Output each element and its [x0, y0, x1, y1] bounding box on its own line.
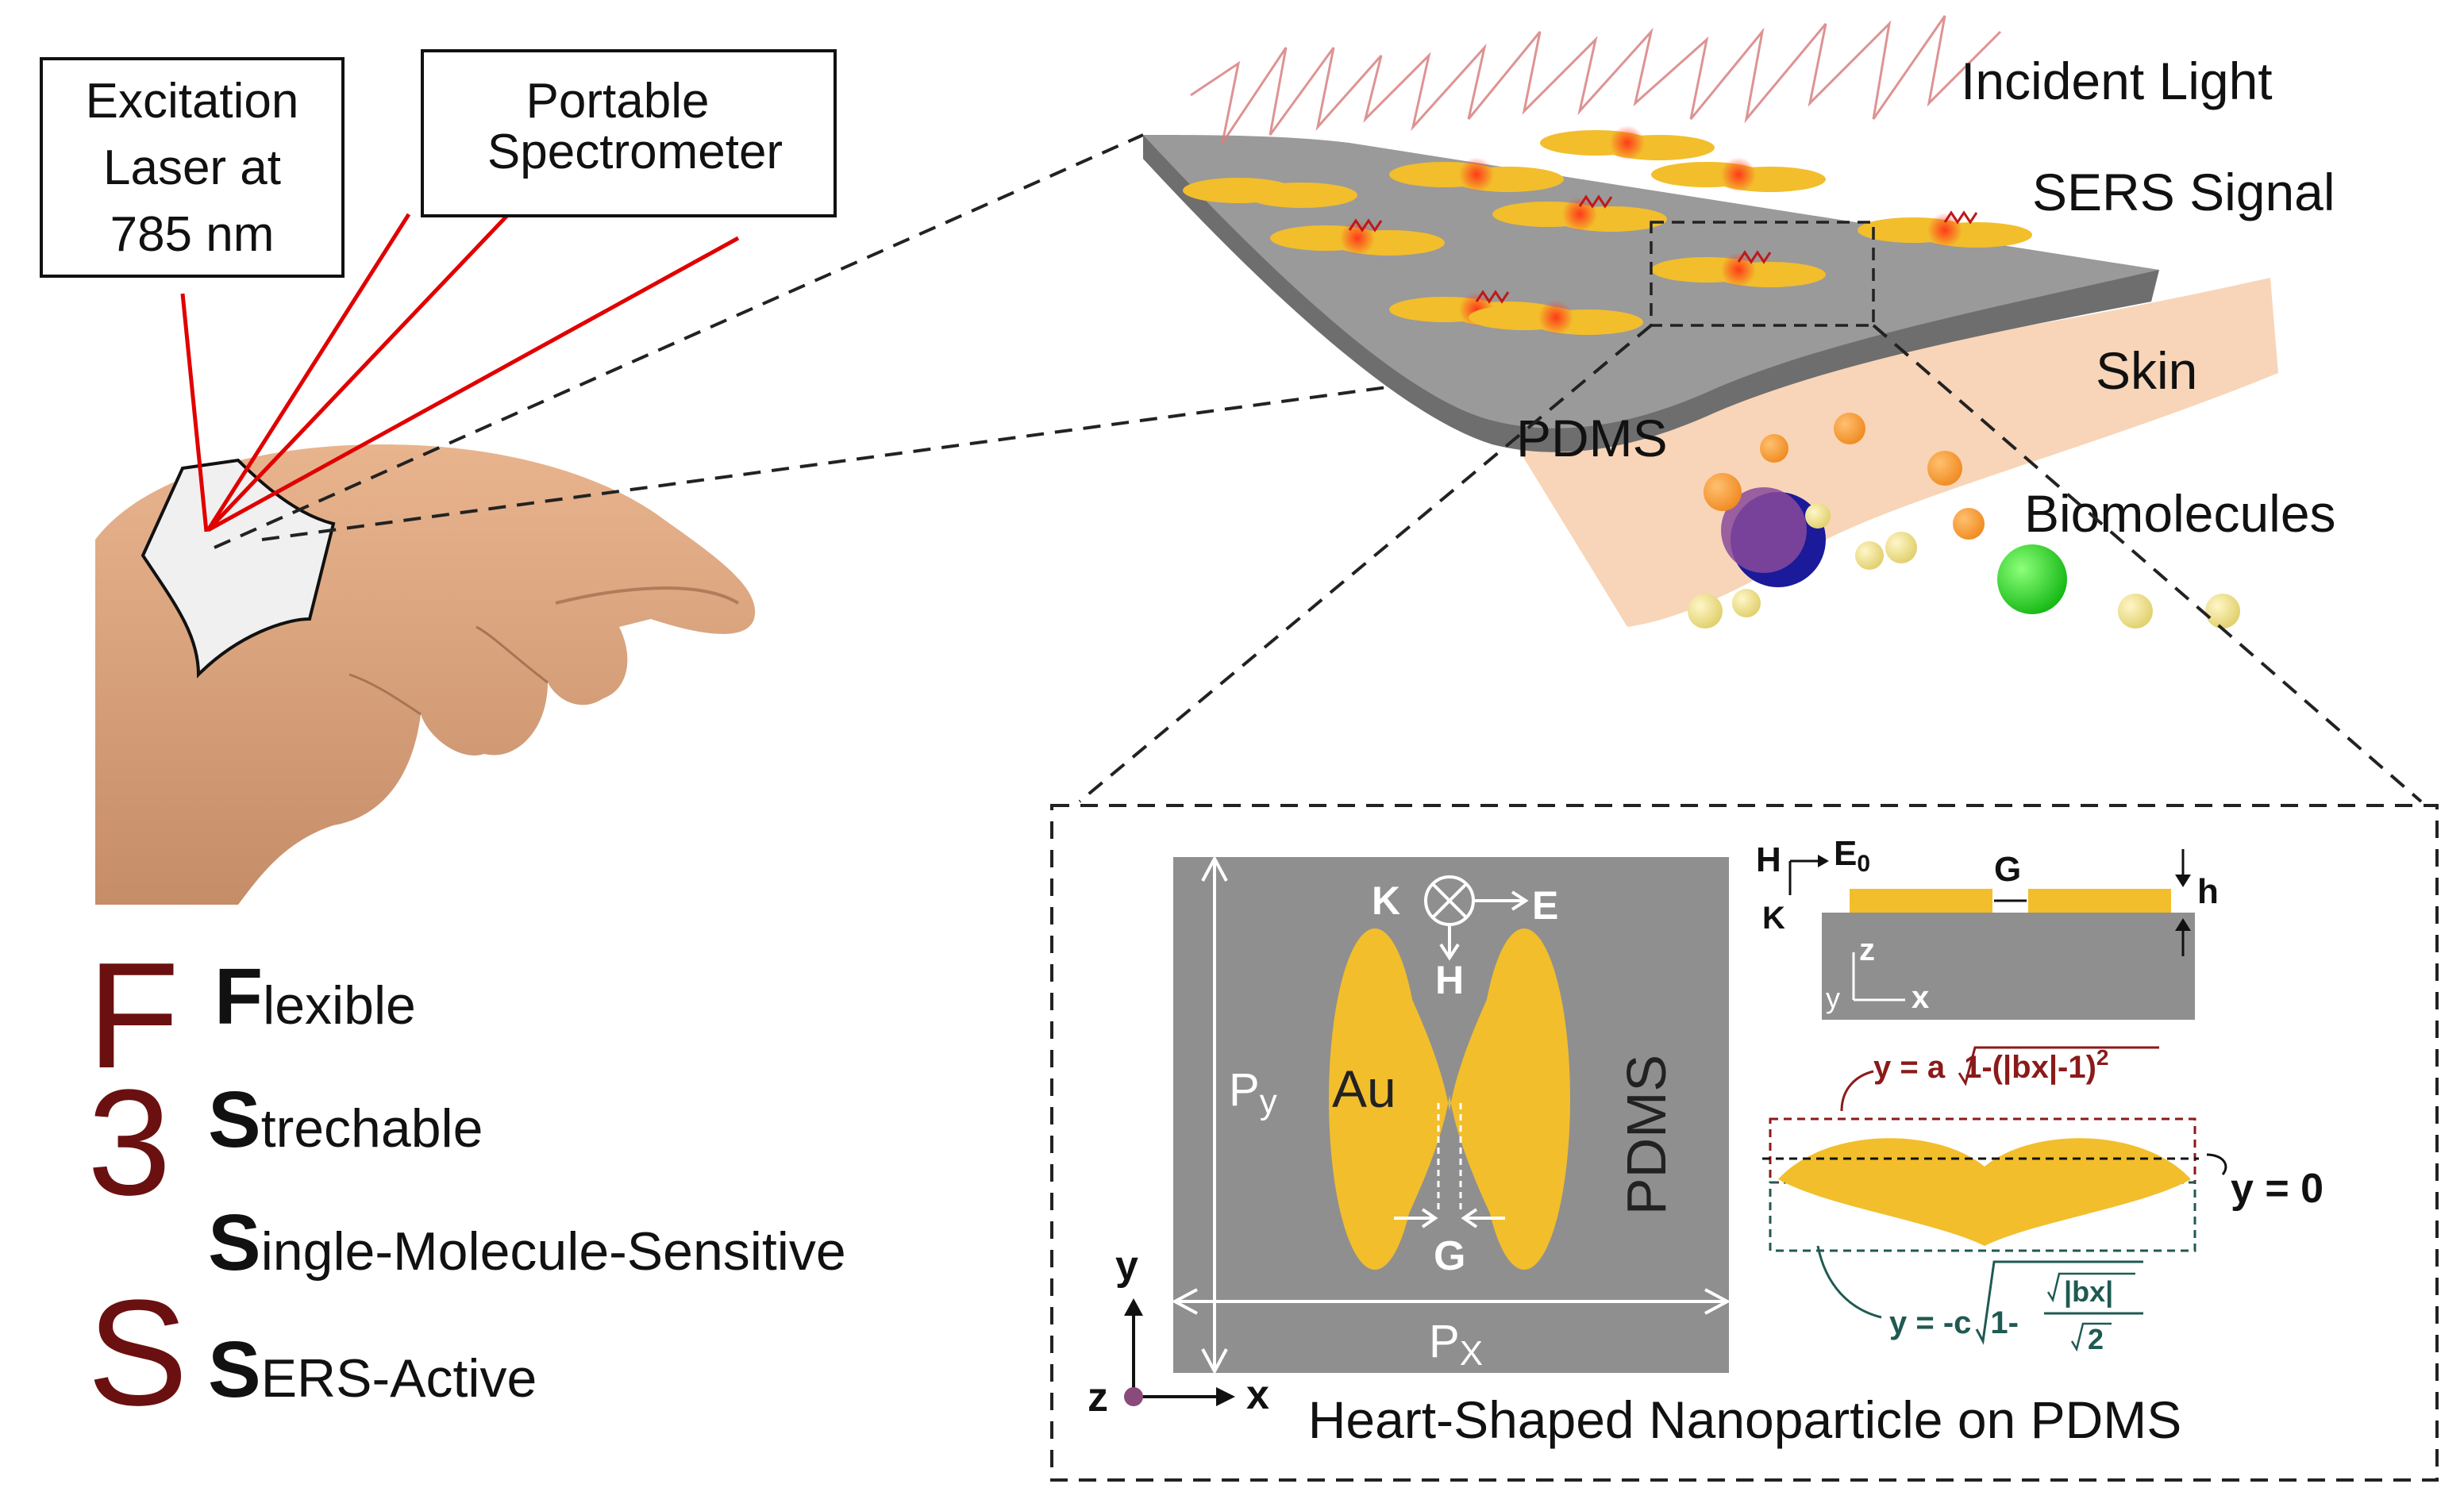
svg-text:PX: PX: [1429, 1316, 1483, 1373]
svg-text:x: x: [1912, 980, 1929, 1015]
svg-text:Py: Py: [1229, 1064, 1277, 1121]
svg-text:z: z: [1859, 932, 1875, 967]
svg-text:h: h: [2197, 872, 2219, 911]
zoom-line-bottom: [261, 371, 1493, 541]
svg-text:785 nm: 785 nm: [110, 207, 275, 262]
sers-signal-waves: [1348, 194, 1978, 304]
svg-text:y: y: [1115, 1243, 1138, 1289]
svg-text:E0: E0: [1834, 834, 1870, 877]
f3s-letter-s: S: [87, 1269, 188, 1437]
svg-text:E: E: [1532, 883, 1558, 928]
cross-section: G h H E0 K z y x: [1756, 834, 2219, 1020]
word-sers-active: SERS-Active: [208, 1325, 537, 1414]
unit-cell-axes: y z x: [1088, 1243, 1269, 1421]
svg-text:y: y: [1826, 982, 1840, 1014]
svg-text:Excitation: Excitation: [86, 74, 299, 129]
svg-text:K: K: [1762, 901, 1785, 936]
svg-text:z: z: [1088, 1374, 1108, 1421]
sers-signal-label: SERS Signal: [2032, 163, 2335, 221]
svg-text:Spectrometer: Spectrometer: [487, 125, 783, 179]
svg-text:Biomolecules: Biomolecules: [2024, 484, 2336, 543]
word-strechable: Strechable: [208, 1075, 483, 1164]
svg-text:y = a1-(|bx|-1)2: y = a1-(|bx|-1)2: [1873, 1045, 2109, 1085]
zoom-line-inset-right: [1872, 324, 2423, 803]
svg-text:y = -c1-: y = -c1-: [1889, 1305, 2019, 1340]
svg-text:2: 2: [2088, 1323, 2104, 1355]
zoom-line-inset-left: [1078, 324, 1653, 803]
svg-text:x: x: [1246, 1372, 1269, 1418]
incident-light-wave: [1190, 15, 2002, 144]
nanoparticle-array: [1183, 125, 2032, 335]
svg-text:H: H: [1435, 958, 1464, 1002]
spectrometer-label: Portable Spectrometer: [421, 49, 837, 217]
svg-text:Au: Au: [1332, 1059, 1396, 1118]
inset-frame: [1050, 804, 2439, 1482]
skin-layer: Skin: [1476, 278, 2278, 627]
selection-box: [1650, 221, 1875, 327]
svg-text:y = 0: y = 0: [2231, 1166, 2323, 1212]
svg-text:Portable: Portable: [526, 74, 710, 129]
sers-patch: [141, 458, 336, 679]
svg-text:K: K: [1372, 878, 1400, 923]
svg-text:Laser at: Laser at: [103, 140, 281, 195]
f3s-letter-3: 3: [87, 1059, 171, 1227]
svg-text:PDMS: PDMS: [1615, 1055, 1677, 1215]
svg-text:G: G: [1434, 1233, 1465, 1279]
svg-text:G: G: [1994, 850, 2021, 889]
laser-beams: [180, 205, 740, 532]
word-single-molecule-sensitive: Single-Molecule-Sensitive: [208, 1198, 846, 1287]
word-flexible: Flexible: [214, 952, 416, 1041]
biomolecules: Biomolecules: [1688, 413, 2336, 629]
excitation-label: Excitation Laser at 785 nm: [40, 57, 345, 278]
svg-text:H: H: [1756, 840, 1781, 879]
svg-text:|bx|: |bx|: [2064, 1275, 2113, 1309]
inset-caption: Heart-Shaped Nanoparticle on PDMS: [1308, 1390, 2182, 1449]
unit-cell: Py PX K E H Au G PDMS: [1171, 855, 1731, 1375]
svg-text:Skin: Skin: [2096, 341, 2197, 400]
incident-light-label: Incident Light: [1961, 52, 2273, 110]
f3s-letter-f: F: [87, 932, 179, 1100]
f3s-acronym: F 3 S Flexible Strechable Single-Molecul…: [87, 932, 846, 1437]
